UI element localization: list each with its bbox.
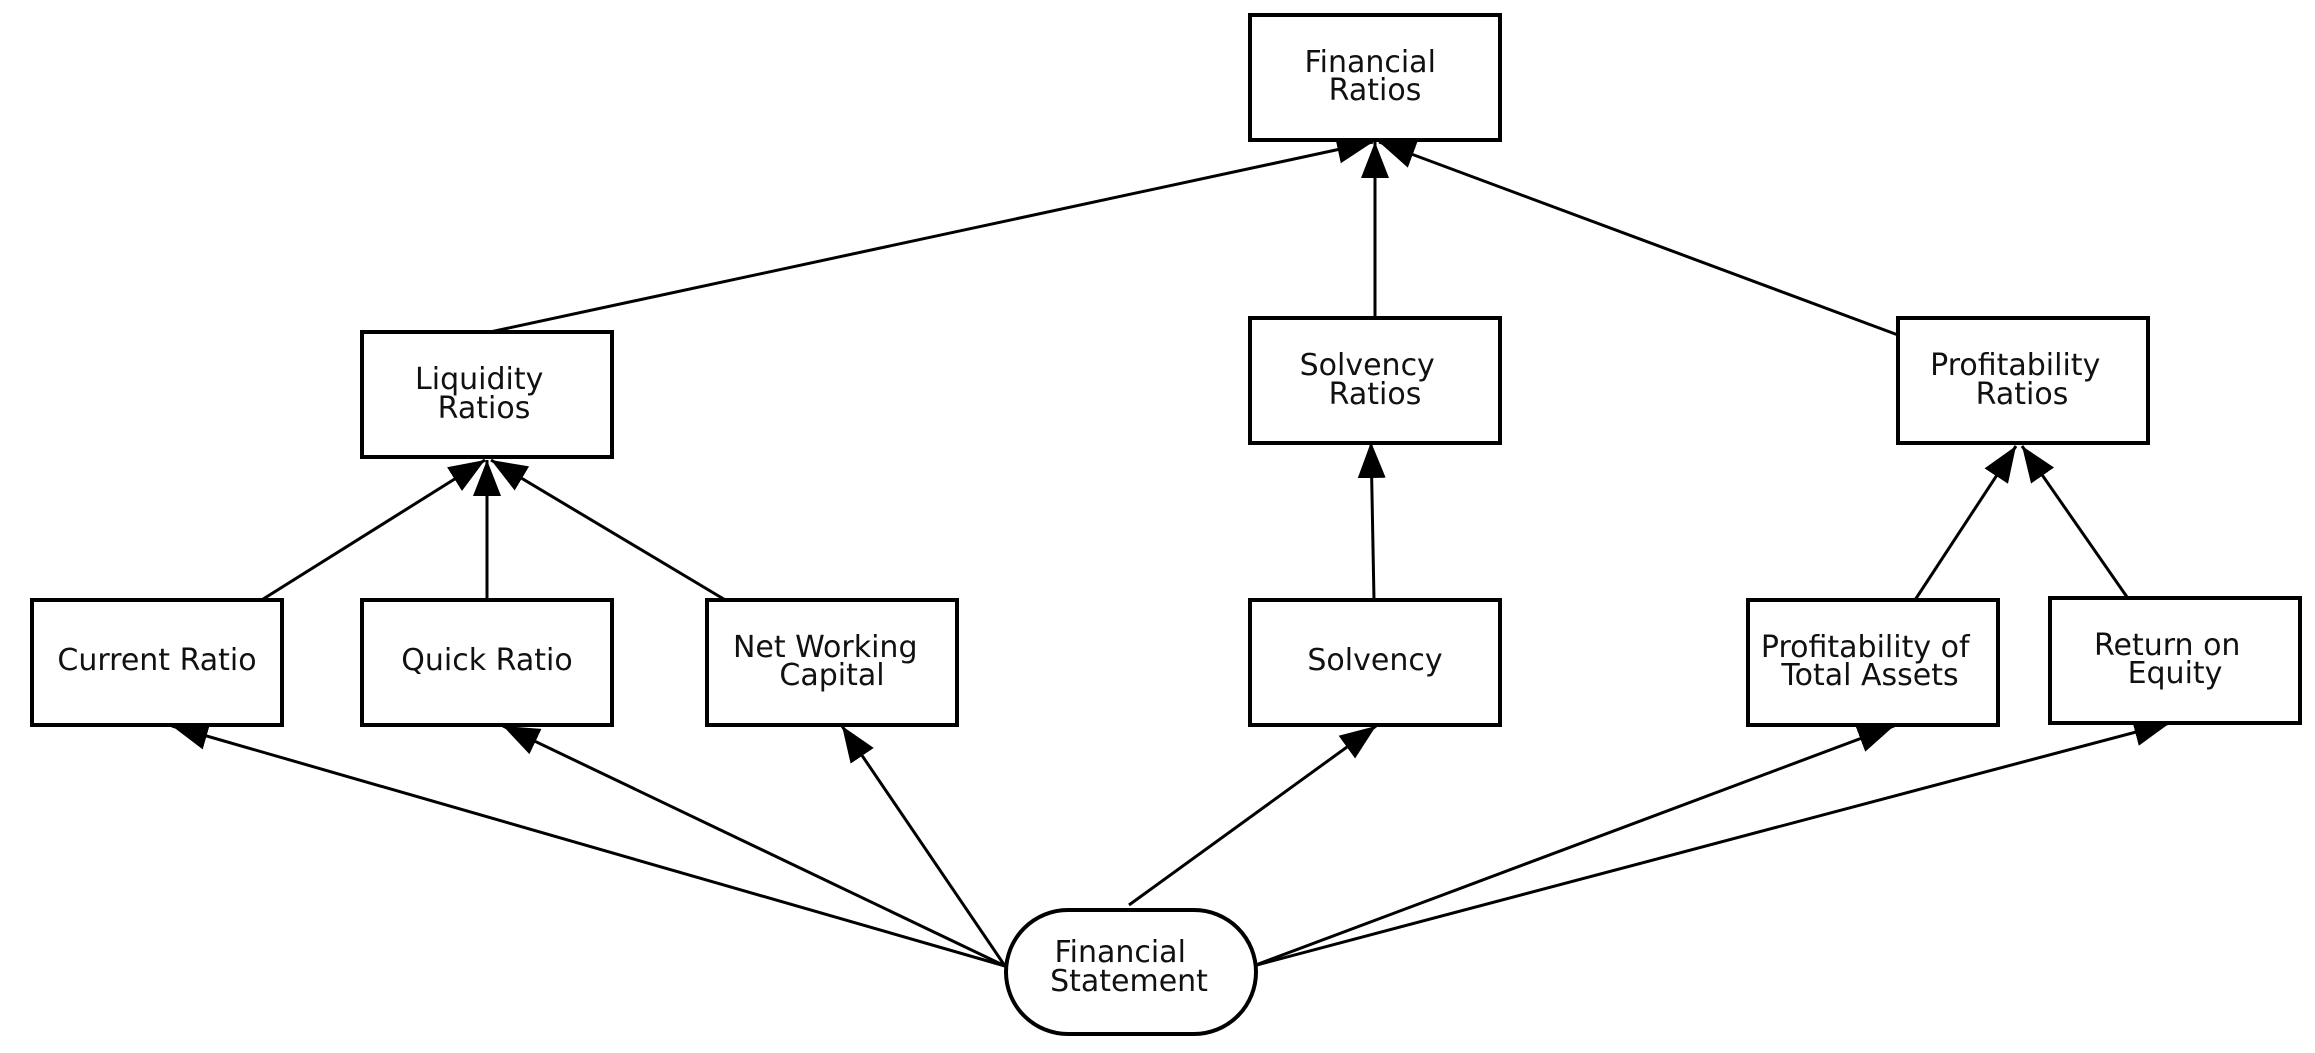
edges-layer bbox=[171, 135, 2171, 968]
svg-text:Net Working Capital: Net Working Capital bbox=[733, 630, 927, 693]
node-net-working-capital-line-2: Capital bbox=[779, 658, 884, 693]
node-profitability-ratios: Profitability Ratios bbox=[1896, 316, 2150, 445]
node-return-on-equity-line-2: Equity bbox=[2128, 656, 2223, 691]
node-profitability-ratios-line-1: Profitability bbox=[1930, 348, 2100, 383]
node-profitability-assets-line-1: Profitability of bbox=[1761, 630, 1971, 665]
node-current-ratio-line-1: Current Ratio bbox=[57, 643, 256, 678]
edge-financial-statement-to-current-ratio bbox=[171, 722, 1006, 968]
edge-financial-statement-to-net-working-capital bbox=[840, 725, 1007, 967]
edge-financial-statement-to-quick-ratio bbox=[502, 724, 1006, 968]
edge-profitability-ratios-to-financial-ratios bbox=[1378, 140, 1899, 337]
edge-profitability-assets-to-profitability-ratios bbox=[1913, 445, 2018, 601]
node-return-on-equity: Return on Equity bbox=[2048, 596, 2302, 725]
node-solvency-ratios: Solvency Ratios bbox=[1248, 316, 1502, 445]
edge-return-on-equity-to-profitability-ratios bbox=[2020, 445, 2129, 598]
node-solvency: Solvency bbox=[1248, 598, 1502, 727]
edge-financial-statement-to-solvency bbox=[1128, 724, 1377, 907]
node-liquidity-ratios-line-2: Ratios bbox=[438, 391, 531, 426]
edge-net-working-capital-to-liquidity bbox=[490, 458, 728, 603]
node-profitability-of-total-assets: Profitability of Total Assets bbox=[1746, 598, 2000, 727]
node-solvency-ratios-line-1: Solvency bbox=[1300, 348, 1435, 383]
edge-liquidity-to-financial-ratios bbox=[489, 135, 1374, 334]
node-quick-ratio-line-1: Quick Ratio bbox=[401, 643, 572, 678]
svg-text:Current Ratio: Current Ratio bbox=[57, 643, 256, 678]
node-financial-statement-line-2: Statement bbox=[1050, 964, 1208, 999]
edge-financial-statement-to-profitability-assets bbox=[1252, 724, 1895, 968]
svg-text:Liquidity Ratios: Liquidity Ratios bbox=[415, 362, 553, 426]
svg-text:Profitability of Total: Profitability of Total Assets bbox=[1761, 630, 1979, 693]
node-profitability-ratios-line-2: Ratios bbox=[1976, 377, 2069, 412]
node-financial-statement-line-1: Financial bbox=[1055, 935, 1186, 970]
node-solvency-ratios-line-2: Ratios bbox=[1329, 377, 1422, 412]
node-net-working-capital-line-1: Net Working bbox=[733, 630, 918, 665]
svg-text:Financial Statement: Financial Statement bbox=[1050, 935, 1208, 999]
svg-text:Return on Equity: Return on Equity bbox=[2094, 628, 2250, 691]
node-liquidity-ratios-line-1: Liquidity bbox=[415, 362, 543, 397]
svg-text:Solvency Ratios: Solvency Ratios bbox=[1300, 348, 1445, 412]
node-financial-ratios: Financial Ratios bbox=[1248, 13, 1502, 142]
svg-text:Financial Ratios: Financial Ratios bbox=[1305, 45, 1446, 108]
node-return-on-equity-line-1: Return on bbox=[2094, 628, 2240, 663]
node-solvency-line-1: Solvency bbox=[1307, 643, 1442, 678]
node-liquidity-ratios: Liquidity Ratios bbox=[360, 330, 614, 459]
node-financial-ratios-line-1: Financial bbox=[1305, 45, 1436, 80]
edge-solvency-to-solvency-ratios bbox=[1357, 441, 1386, 601]
node-financial-ratios-line-2: Ratios bbox=[1329, 73, 1422, 108]
svg-text:Quick Ratio: Quick Ratio bbox=[401, 643, 572, 678]
node-net-working-capital: Net Working Capital bbox=[705, 598, 959, 727]
node-quick-ratio: Quick Ratio bbox=[360, 598, 614, 727]
node-current-ratio: Current Ratio bbox=[30, 598, 284, 727]
edge-financial-statement-to-return-on-equity bbox=[1252, 718, 2171, 968]
svg-text:Solvency: Solvency bbox=[1307, 643, 1442, 678]
node-financial-statement: Financial Statement bbox=[1004, 908, 1258, 1036]
edge-current-ratio-to-liquidity bbox=[259, 458, 486, 603]
nodes-layer: Financial Ratios Liquidity Ratios Solven… bbox=[30, 13, 2302, 1036]
node-profitability-assets-line-2: Total Assets bbox=[1780, 658, 1958, 693]
svg-text:Profitability Ratios: Profitability Ratios bbox=[1930, 348, 2110, 412]
